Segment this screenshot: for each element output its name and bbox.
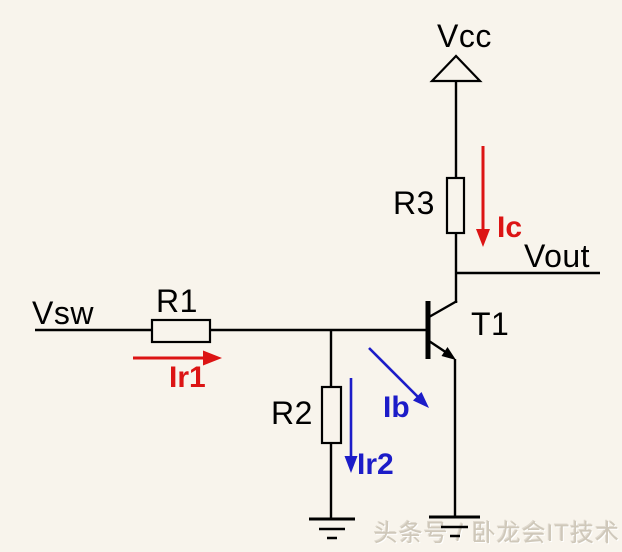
r1-label: R1	[156, 283, 198, 319]
ground-symbol-right	[429, 515, 480, 538]
r3-label: R3	[393, 185, 435, 221]
current-arrow-ic	[476, 146, 490, 247]
ic-label: Ic	[497, 211, 523, 244]
ir1-arrowhead-icon	[203, 350, 222, 366]
t1-emitter-arrow-icon	[441, 347, 456, 360]
current-arrow-ib	[368, 347, 429, 408]
resistor-r2	[320, 385, 343, 445]
ir1-label: Ir1	[169, 361, 206, 394]
resistor-r1	[150, 318, 212, 344]
t1-collector-lead	[428, 299, 458, 319]
transistor-t1	[425, 299, 458, 360]
resistor-r3	[445, 176, 466, 235]
vcc-triangle-icon	[429, 54, 483, 83]
vsw-label: Vsw	[32, 295, 94, 331]
current-arrow-ir2	[344, 378, 358, 473]
vcc-label: Vcc	[437, 18, 492, 54]
r2-label: R2	[271, 395, 313, 431]
ground-symbol-left	[309, 517, 355, 540]
ir2-arrowhead-icon	[344, 456, 358, 473]
vout-label: Vout	[524, 238, 591, 274]
ic-arrowhead-icon	[476, 229, 490, 247]
ib-label: Ib	[383, 391, 410, 424]
watermark-text: 头条号 / 卧龙会IT技术	[373, 520, 620, 547]
ib-arrowhead-icon	[413, 392, 429, 408]
t1-label: T1	[471, 306, 510, 342]
ir2-label: Ir2	[357, 448, 394, 481]
ib-arrow-shaft	[368, 347, 420, 399]
vcc-power-symbol	[429, 54, 483, 178]
current-arrow-ir1	[133, 350, 222, 366]
